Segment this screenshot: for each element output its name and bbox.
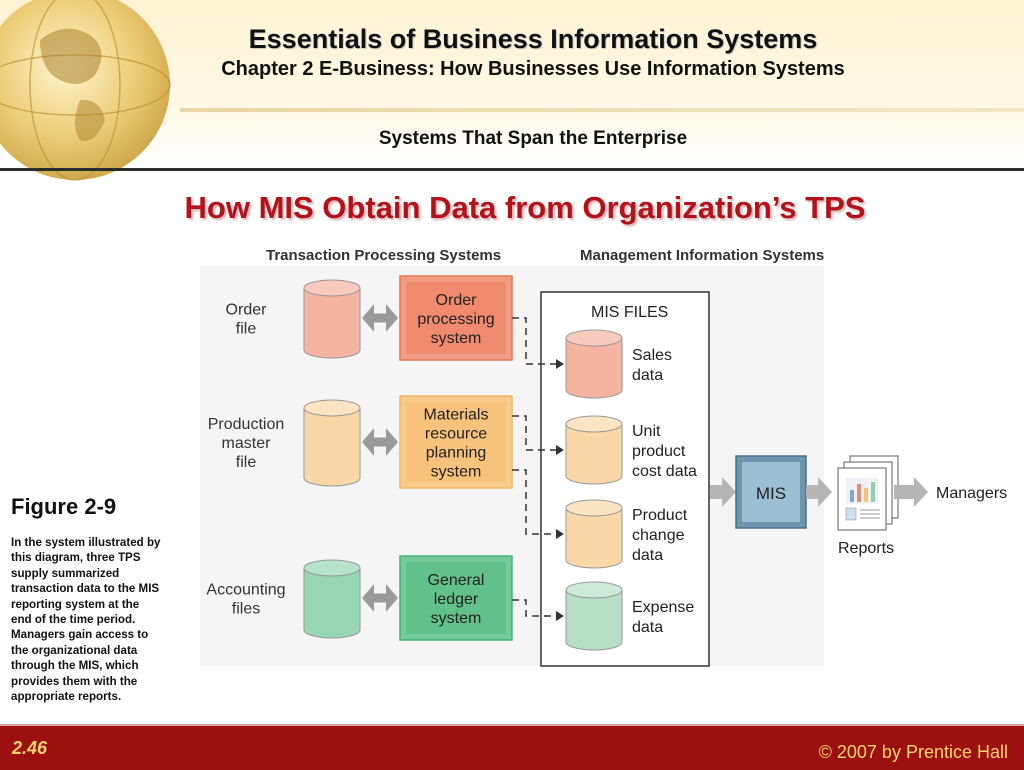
exchange-arrow <box>362 428 398 456</box>
mis-file-label: product <box>632 443 686 460</box>
report-bar <box>871 482 875 502</box>
mis-file-label: Sales <box>632 347 672 364</box>
mis-file-label: data <box>632 367 663 384</box>
tps-system-box-inner <box>406 402 506 482</box>
tps-file-cylinder <box>303 279 361 359</box>
tps-file-label: master <box>222 435 272 452</box>
tps-file-cylinder <box>303 399 361 487</box>
tps-heading: Transaction Processing Systems <box>266 247 501 264</box>
mis-file-cylinder <box>565 581 623 651</box>
header-rule <box>0 168 1024 171</box>
mis-file-cylinder <box>565 329 623 399</box>
mis-box-label: MIS <box>756 484 786 503</box>
connector-arrowhead <box>556 359 564 369</box>
figure-caption: In the system illustrated by this diagra… <box>11 536 161 704</box>
exchange-arrow <box>362 304 398 332</box>
connector-arrowhead <box>556 529 564 539</box>
reports-to-managers-arrow <box>894 477 928 507</box>
tps-system-label: system <box>431 464 482 481</box>
dashed-connector <box>512 415 527 450</box>
tps-system-box-inner <box>406 282 506 354</box>
tps-system-label: system <box>431 330 482 347</box>
mis-file-label: data <box>632 619 663 636</box>
tps-system-label: resource <box>425 426 487 443</box>
connector-arrowhead <box>556 611 564 621</box>
slide-header: Essentials of Business Information Syste… <box>0 0 1024 181</box>
dashed-connector <box>512 469 556 535</box>
mis-file-label: Unit <box>632 423 661 440</box>
files-to-mis-arrow <box>710 477 736 507</box>
exchange-arrow <box>362 584 398 612</box>
dashed-connector <box>512 599 556 617</box>
tps-system-label: system <box>431 610 482 627</box>
connector-arrowhead <box>556 445 564 455</box>
mis-heading: Management Information Systems <box>580 247 824 264</box>
mis-file-label: change <box>632 527 685 544</box>
report-bar <box>857 484 861 502</box>
tps-file-label: files <box>232 601 260 618</box>
mis-file-label: cost data <box>632 463 697 480</box>
mis-file-cylinder <box>565 415 623 485</box>
tps-system-box-inner <box>406 562 506 634</box>
tps-file-label: Order <box>226 302 268 319</box>
mis-file-label: data <box>632 547 663 564</box>
slide-title: How MIS Obtain Data from Organization’s … <box>184 190 866 225</box>
section-title: Systems That Span the Enterprise <box>378 128 688 149</box>
figure-title: Figure 2-9 <box>11 494 117 519</box>
tps-file-label: Accounting <box>206 582 285 599</box>
slide-number: 2.46 <box>12 738 48 758</box>
tps-system-label: Order <box>436 292 478 309</box>
report-thumbnail <box>845 507 857 521</box>
reports-label: Reports <box>838 540 894 557</box>
dashed-connector <box>512 317 556 365</box>
tps-file-label: Production <box>208 416 285 433</box>
tps-file-cylinder <box>303 559 361 639</box>
tps-file-label: file <box>236 321 257 338</box>
report-bar <box>864 488 868 502</box>
mis-files-label: MIS FILES <box>591 304 668 321</box>
mis-data-flow-diagram: Transaction Processing Systems Management… <box>200 247 1007 667</box>
chapter-title: Chapter 2 E-Business: How Businesses Use… <box>221 58 845 80</box>
mis-to-reports-arrow <box>806 477 832 507</box>
mis-file-label: Expense <box>632 599 694 616</box>
tps-system-label: processing <box>417 311 494 328</box>
tps-system-label: ledger <box>434 591 479 608</box>
mis-box-inner <box>742 462 800 522</box>
mis-file-cylinder <box>565 499 623 569</box>
report-bar <box>850 490 854 502</box>
tps-file-label: file <box>236 454 257 471</box>
tps-system-label: planning <box>426 445 487 462</box>
book-title: Essentials of Business Information Syste… <box>248 24 818 54</box>
managers-label: Managers <box>936 485 1007 502</box>
slide-footer: 2.46 © 2007 by Prentice Hall <box>0 724 1024 770</box>
mis-file-label: Product <box>632 507 688 524</box>
tps-system-label: Materials <box>424 407 489 424</box>
copyright-notice: © 2007 by Prentice Hall <box>818 742 1008 762</box>
globe-icon <box>0 0 171 181</box>
header-divider <box>180 108 1024 112</box>
tps-system-label: General <box>428 572 485 589</box>
